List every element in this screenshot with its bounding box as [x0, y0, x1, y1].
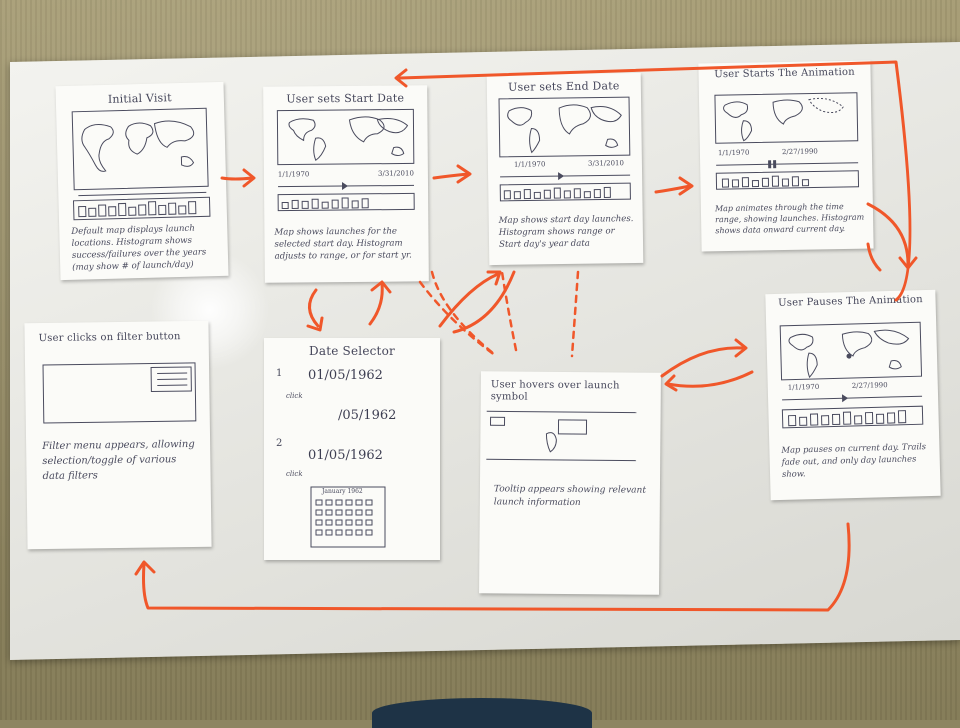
arrow-4-to-8 [868, 204, 908, 264]
arrow-1-to-2 [222, 178, 252, 179]
loop-bottom [144, 524, 850, 610]
arrow-8-to-4 [868, 244, 880, 270]
arrow-3-to-selector [440, 274, 498, 326]
shoe-edge [372, 698, 592, 728]
arrow-8-to-hover [668, 372, 752, 386]
loop-top [400, 62, 910, 300]
arrow-hover-to-8 [662, 348, 742, 376]
dashed-hover-to-2 [432, 272, 494, 354]
arrow-2-to-selector [309, 290, 318, 326]
dashed-3-to-hover [572, 272, 578, 356]
